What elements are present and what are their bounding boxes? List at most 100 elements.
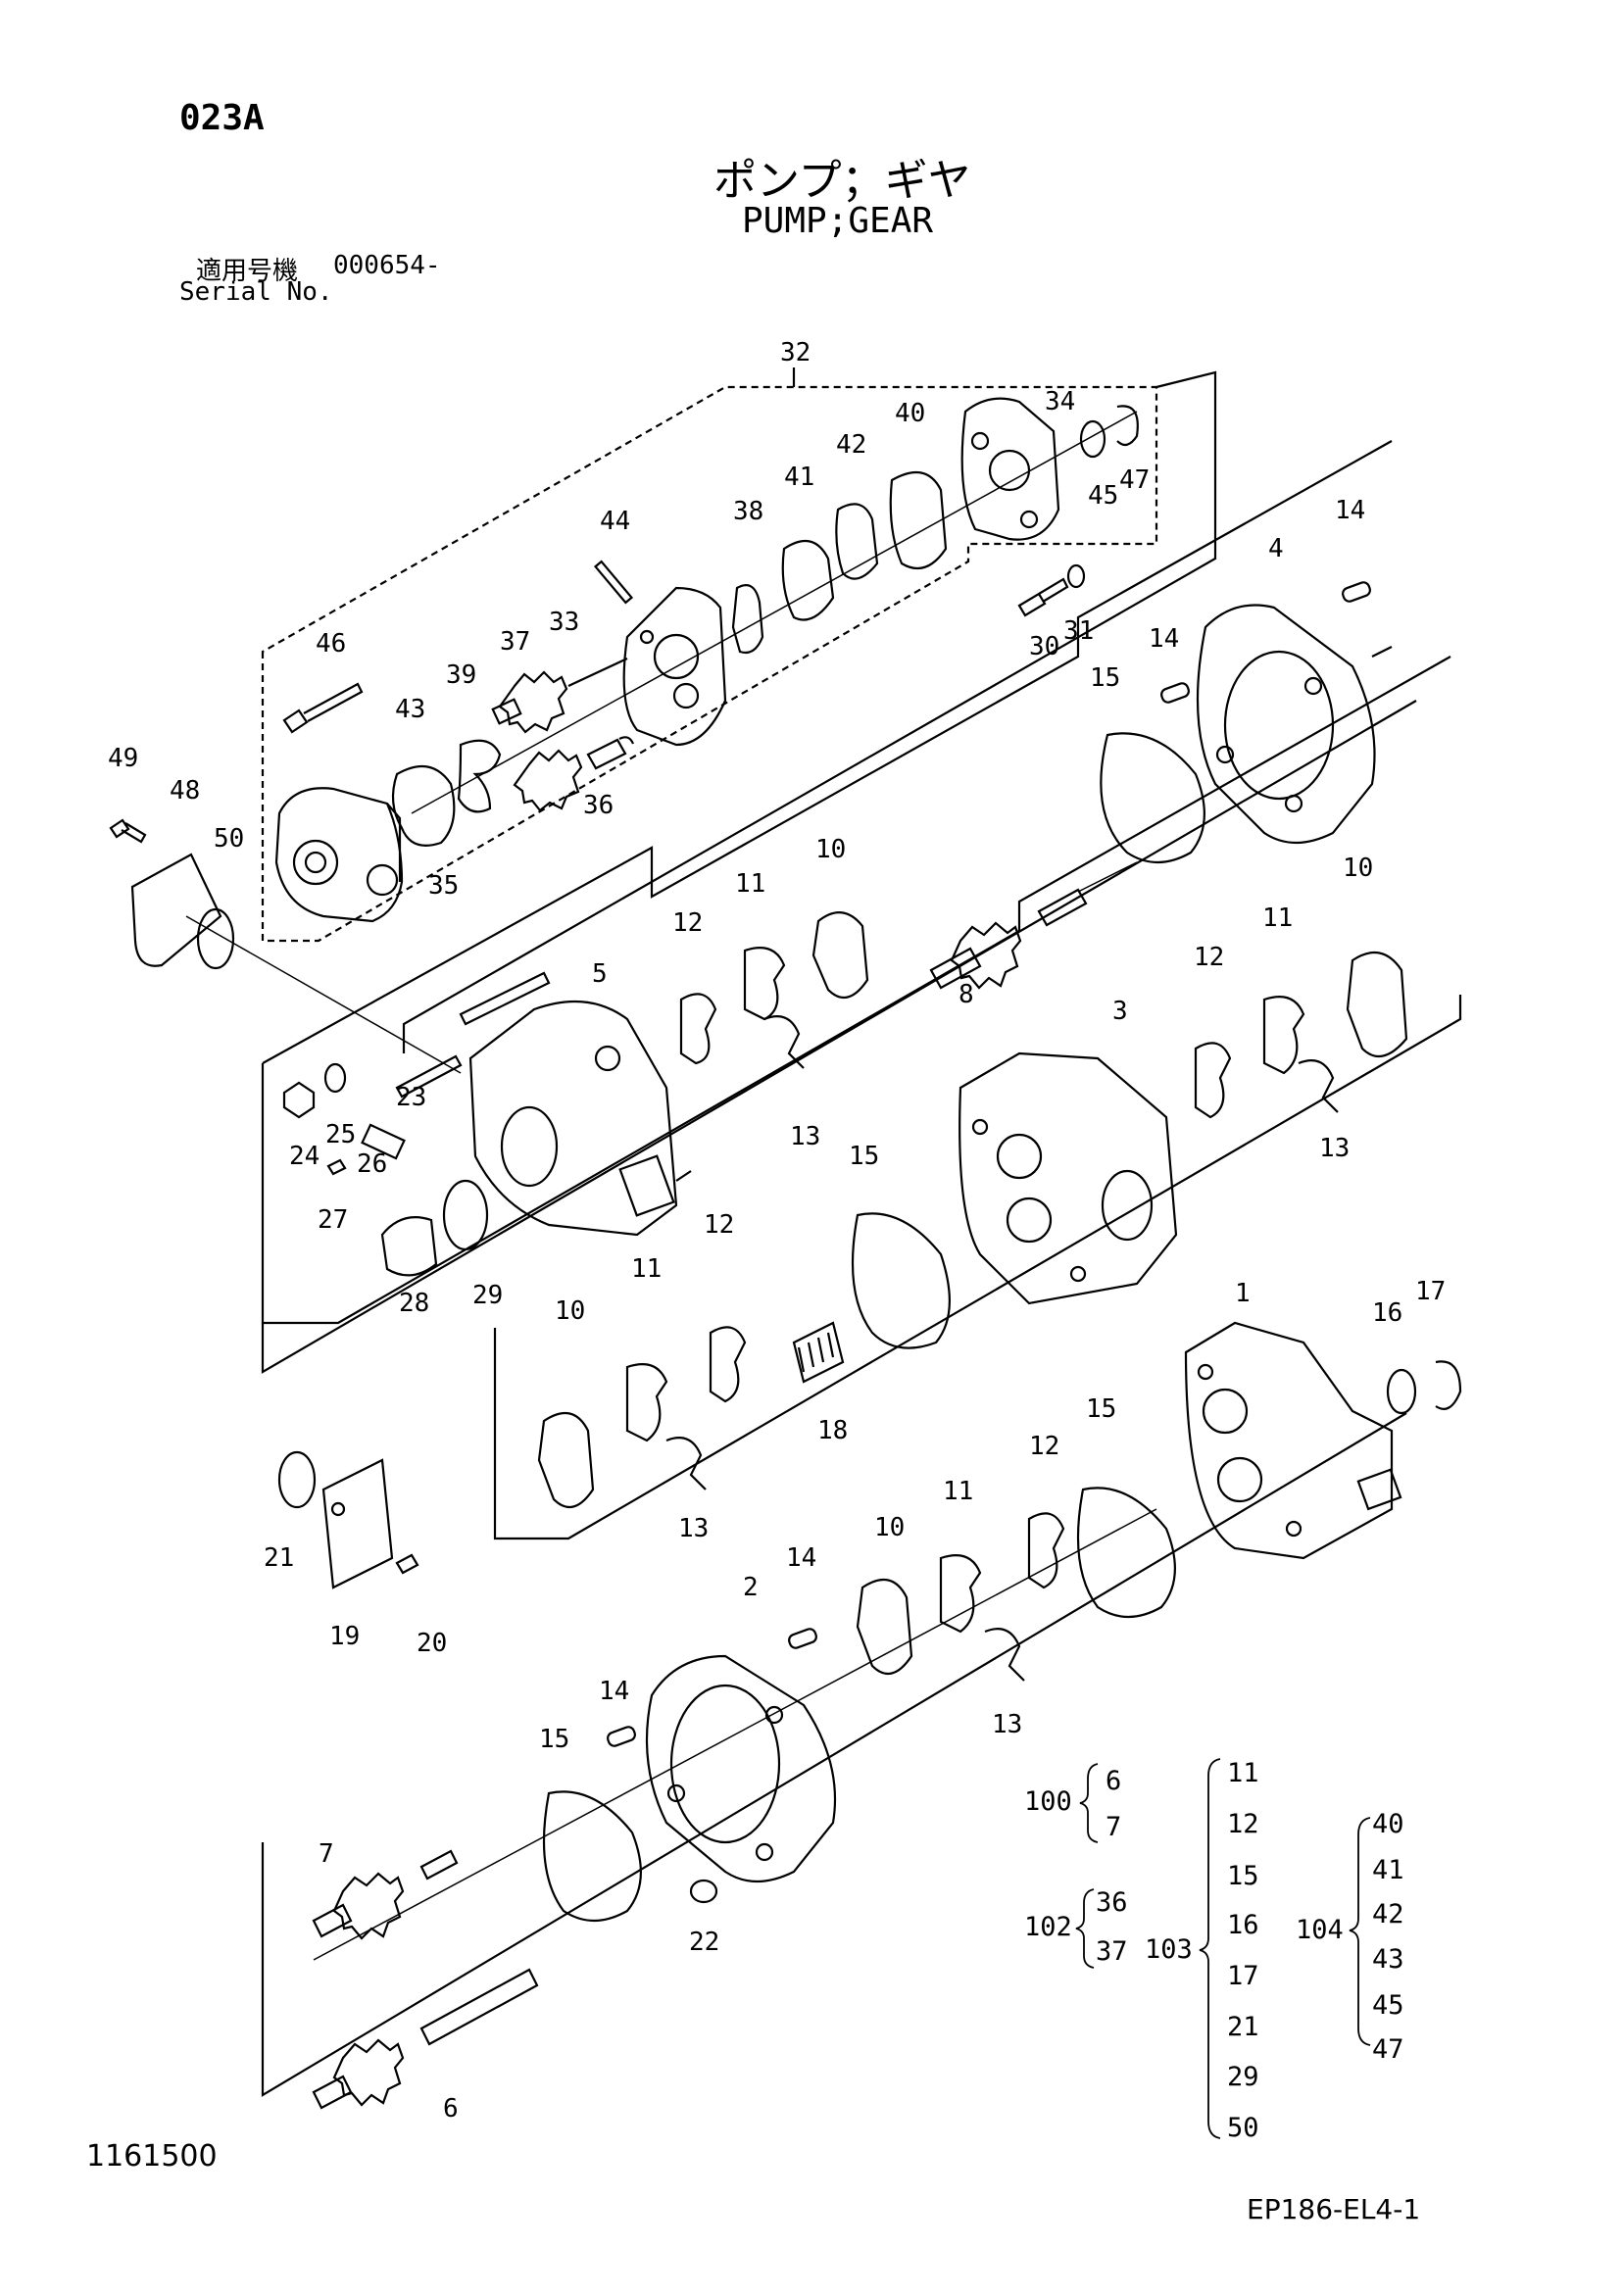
callout-5: 5: [592, 959, 608, 989]
callout-44: 44: [600, 507, 630, 536]
callout-24: 24: [289, 1142, 319, 1171]
callout-41: 41: [784, 463, 814, 492]
group-104-item: 43: [1372, 1944, 1404, 1975]
part-10-side-plate-d: [856, 1578, 913, 1676]
part-7-driven-gear: [312, 1849, 459, 1940]
callout-42: 42: [836, 430, 866, 460]
axis-line-32: [411, 411, 1138, 814]
part-15-gasket-b: [851, 1212, 951, 1349]
part-14-dowel-d: [607, 1726, 636, 1747]
part-13-seal-c: [665, 1437, 707, 1490]
part-45-oil-seal: [1079, 419, 1106, 459]
cover-group-48: [109, 818, 462, 1074]
frame-section-upper-top: [262, 440, 1393, 1064]
group-100-brace: [1079, 1763, 1099, 1843]
callout-20: 20: [417, 1629, 447, 1658]
callout-47: 47: [1119, 465, 1150, 495]
part-46-bolt: [282, 682, 364, 734]
part-15-gasket-c: [1076, 1487, 1176, 1618]
title-japanese: ポンプ；ギヤ: [713, 156, 971, 206]
part-35-end-cover: [274, 787, 404, 923]
callout-11-a: 11: [735, 869, 765, 899]
serial-label-japanese: 適用号機: [196, 257, 299, 286]
group-103-brace: [1199, 1758, 1221, 2139]
part-11-backup-ring-c: [625, 1363, 668, 1442]
callout-35: 35: [428, 871, 459, 901]
part-42-plate: [835, 503, 879, 580]
group-102-item: 36: [1096, 1887, 1128, 1918]
callout-12-b: 12: [1194, 943, 1224, 972]
callout-labels: 32 34 40 42 41 38 44 33 45 47 30 31 46 3…: [108, 338, 1446, 2124]
part-30-bolt: [1017, 577, 1069, 617]
callout-25: 25: [325, 1120, 356, 1149]
part-22-pin: [689, 1879, 718, 1904]
callout-23: 23: [396, 1083, 426, 1112]
callout-46: 46: [316, 629, 346, 659]
part-13-seal-b: [1298, 1059, 1339, 1113]
part-21-o-ring: [277, 1450, 317, 1509]
group-103-item: 29: [1227, 2062, 1259, 2092]
callout-33: 33: [549, 608, 579, 637]
serial-value: 000654-: [333, 251, 441, 280]
callout-4: 4: [1268, 534, 1284, 563]
callout-36: 36: [583, 791, 614, 820]
part-17-snap-ring: [1435, 1360, 1462, 1410]
group-100-label: 100: [1024, 1786, 1072, 1817]
callout-10-c: 10: [555, 1296, 585, 1326]
callout-14-d: 14: [599, 1677, 629, 1706]
part-12-seal-b: [1194, 1042, 1232, 1119]
callout-14-c: 14: [786, 1543, 816, 1573]
sheet-reference: EP186-EL4-1: [1247, 2193, 1421, 2225]
part-12-seal-c: [709, 1326, 747, 1403]
group-104-item: 40: [1372, 1809, 1404, 1839]
callout-11-d: 11: [943, 1477, 973, 1506]
group-102-brace: [1075, 1888, 1095, 1969]
callout-37: 37: [500, 627, 530, 657]
part-12-seal-a: [679, 993, 717, 1065]
callout-32: 32: [780, 338, 811, 367]
part-23-stud-a: [395, 1054, 463, 1099]
part-11-backup-ring-d: [939, 1554, 982, 1634]
part-24-nut: [282, 1081, 316, 1119]
serial-label-english: Serial No.: [179, 277, 333, 307]
part-10-side-plate-b: [1346, 951, 1408, 1058]
frame-section-bottom: [261, 1412, 1407, 2097]
part-43-gasket: [391, 764, 456, 847]
part-1-housing: [1184, 1321, 1402, 1560]
title-english: PUMP;GEAR: [742, 201, 934, 241]
part-8-drive-gear: [929, 861, 1138, 990]
part-13-seal-d: [984, 1628, 1025, 1682]
group-103-item: 17: [1227, 1961, 1259, 1991]
callout-10-b: 10: [1343, 854, 1373, 883]
callout-31: 31: [1063, 616, 1094, 646]
group-102-label: 102: [1024, 1912, 1072, 1942]
frame-section-upper: [261, 656, 1451, 1325]
part-19-plate: [321, 1458, 394, 1589]
callout-10-d: 10: [874, 1513, 905, 1542]
callout-28: 28: [399, 1289, 429, 1318]
assembly-group-table: 100 6 7 102 36 37 103 11 12 15 16 17 21 …: [1024, 1758, 1404, 2143]
part-15-gasket-d: [542, 1790, 642, 1922]
callout-43: 43: [395, 695, 425, 724]
callout-13-b: 13: [1319, 1134, 1350, 1163]
callout-15-c: 15: [1086, 1394, 1116, 1424]
callout-7: 7: [319, 1839, 334, 1869]
part-38-plate: [731, 584, 764, 655]
part-33-body: [622, 586, 727, 747]
group-104-label: 104: [1296, 1915, 1344, 1945]
callout-22: 22: [689, 1928, 719, 1957]
part-29-o-ring: [442, 1179, 489, 1251]
part-47-snap-ring: [1116, 405, 1139, 447]
callout-14-a: 14: [1335, 496, 1365, 525]
part-2-housing: [645, 1654, 837, 1882]
part-49-bolt: [109, 818, 147, 844]
part-23-stud-b: [459, 971, 551, 1026]
part-28-coupling: [380, 1216, 438, 1277]
callout-26: 26: [357, 1149, 387, 1179]
part-18-bearing: [792, 1321, 845, 1384]
part-15-gasket-a: [1100, 732, 1205, 863]
callout-6: 6: [443, 2094, 459, 2124]
callout-19: 19: [329, 1622, 360, 1651]
group-103-label: 103: [1145, 1934, 1193, 1965]
group-103-item: 21: [1227, 2012, 1259, 2042]
